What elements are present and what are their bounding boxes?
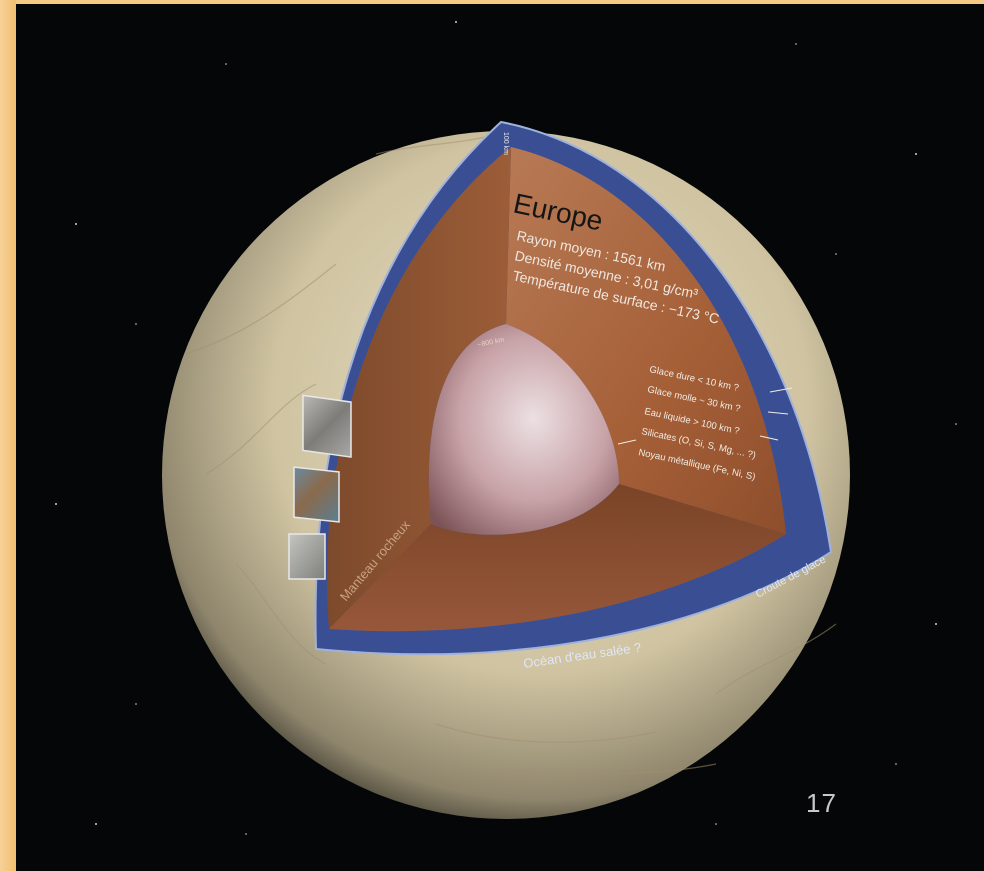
slide-background-edge — [0, 0, 16, 871]
europa-cutaway-illustration: Europe Rayon moyen : 1561 km Densité moy… — [16, 4, 984, 871]
surface-sample-tile — [289, 534, 325, 579]
depth-mark-crust: 100 km — [502, 132, 509, 155]
surface-sample-tile — [294, 467, 339, 522]
surface-sample-tile — [303, 395, 351, 457]
slide-page-number: 17 — [806, 788, 837, 819]
